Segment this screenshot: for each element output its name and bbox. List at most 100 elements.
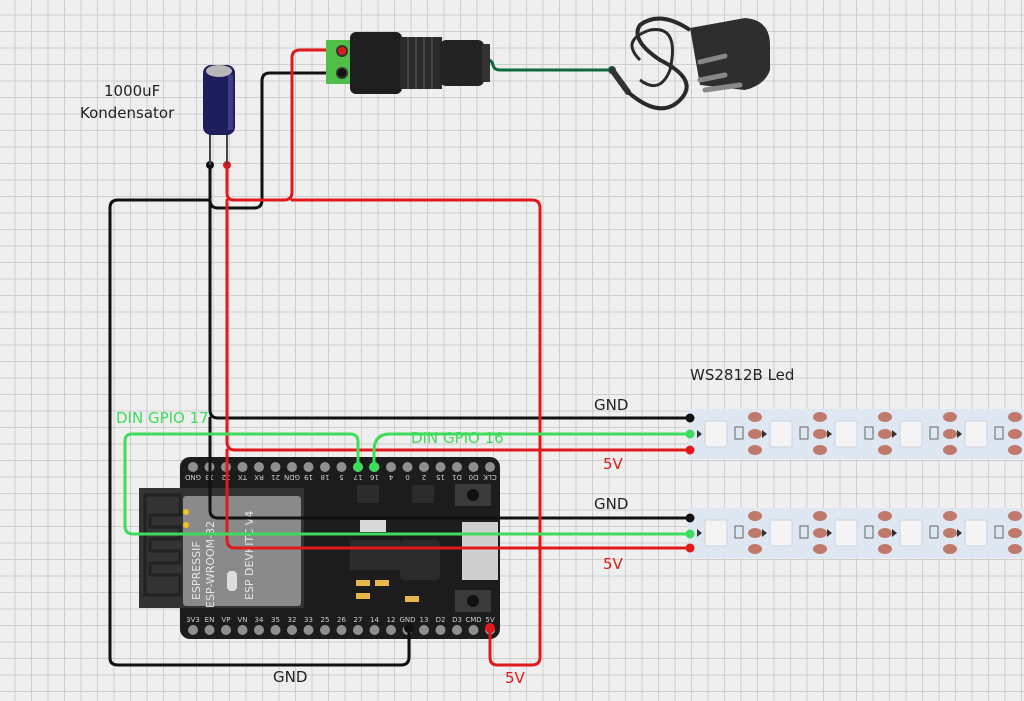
top-pin[interactable]	[452, 462, 462, 472]
wire-din-gpio17	[123, 432, 692, 536]
power-adapter[interactable]	[609, 16, 770, 111]
top-pin[interactable]	[287, 462, 297, 472]
top-pin[interactable]	[254, 462, 264, 472]
direction-arrow-icon	[762, 430, 767, 438]
solder-pad	[748, 412, 762, 422]
solder-pad	[878, 544, 892, 554]
wire-5v-main	[290, 198, 542, 667]
top-pin[interactable]	[468, 462, 479, 472]
top-pin-label: 17	[354, 473, 363, 481]
top-pin-label: RX	[254, 473, 264, 481]
direction-arrow-icon	[957, 529, 962, 537]
bottom-pin-label: 35	[271, 616, 280, 624]
din-gpio16-label: DIN GPIO 16	[411, 429, 504, 447]
bottom-pin[interactable]	[237, 625, 248, 635]
direction-arrow-icon	[827, 529, 832, 537]
solder-pad	[813, 511, 827, 521]
solder-pad	[1008, 412, 1022, 422]
bottom-pin[interactable]	[435, 625, 446, 635]
top-pin-label: 19	[304, 473, 313, 481]
bottom-pin[interactable]	[353, 625, 363, 635]
top-pin[interactable]	[419, 462, 429, 472]
top-pin-label: 5	[339, 473, 343, 481]
bottom-pin-label: 27	[354, 616, 363, 624]
bottom-pin-label: VP	[221, 616, 230, 624]
top-pin[interactable]	[386, 462, 396, 472]
bottom-pin-label: 12	[387, 616, 396, 624]
top-pin[interactable]	[336, 462, 347, 472]
board-name: ESP DEVKITC V4	[243, 511, 256, 600]
solder-pad	[748, 445, 762, 455]
bottom-pin[interactable]	[287, 625, 297, 635]
bottom-pin-label: 14	[370, 616, 379, 624]
solder-pad	[813, 412, 827, 422]
wire-gnd-strip1	[208, 163, 692, 420]
solder-pad	[1008, 544, 1022, 554]
top-pin[interactable]	[320, 462, 330, 472]
solder-pad	[943, 511, 957, 521]
solder-pad	[813, 528, 827, 538]
ws2812b-led	[964, 519, 988, 547]
direction-arrow-icon	[697, 430, 702, 438]
ws2812b-led	[964, 420, 988, 448]
bottom-pin[interactable]	[386, 625, 396, 635]
solder-pad	[748, 429, 762, 439]
ws2812b-led	[899, 420, 923, 448]
strip1-gnd-label: GND	[594, 396, 629, 414]
wifi-logo	[227, 571, 237, 591]
direction-arrow-icon	[762, 529, 767, 537]
bottom-pin[interactable]	[320, 625, 330, 635]
top-pin[interactable]	[237, 462, 248, 472]
direction-arrow-icon	[957, 430, 962, 438]
wire-gnd-bottom	[108, 198, 411, 667]
capacitor[interactable]	[203, 65, 235, 165]
top-pin[interactable]	[188, 462, 198, 472]
dc-barrel-jack[interactable]	[326, 32, 490, 94]
led-strip-2[interactable]	[688, 508, 1024, 558]
bottom-pin-label: 33	[304, 616, 313, 624]
bottom-pin[interactable]	[221, 625, 231, 635]
bottom-pin[interactable]	[270, 625, 281, 635]
bottom-pin-label: 26	[337, 616, 346, 624]
bottom-pin[interactable]	[254, 625, 264, 635]
wire-5v-strip1	[225, 198, 692, 452]
solder-pad	[943, 412, 957, 422]
usb-chip	[400, 540, 440, 580]
bottom-pin[interactable]	[188, 625, 198, 635]
din-gpio17-label: DIN GPIO 17	[116, 409, 209, 427]
led-strip-title: WS2812B Led	[690, 366, 795, 384]
top-pin-label: GDN	[284, 473, 300, 481]
module-model: ESP-WROOM-32	[204, 521, 217, 608]
top-pin[interactable]	[270, 462, 281, 472]
top-pin[interactable]	[402, 462, 413, 472]
bottom-pin[interactable]	[419, 625, 429, 635]
en-button[interactable]	[455, 590, 491, 612]
ws2812b-led	[704, 519, 728, 547]
wire-gnd-jack	[208, 71, 346, 210]
boot-button[interactable]	[455, 484, 491, 506]
top-pin-label: GND	[185, 473, 201, 481]
solder-pad	[748, 528, 762, 538]
bottom-pin[interactable]	[204, 625, 215, 635]
bottom-pin[interactable]	[303, 625, 314, 635]
solder-pad	[748, 511, 762, 521]
bottom-pin[interactable]	[336, 625, 347, 635]
top-pin-label: 18	[321, 473, 330, 481]
top-pin[interactable]	[435, 462, 446, 472]
bottom-pin[interactable]	[369, 625, 380, 635]
solder-pad	[943, 544, 957, 554]
led-strip-1[interactable]	[688, 409, 1024, 459]
direction-arrow-icon	[697, 529, 702, 537]
solder-pad	[813, 429, 827, 439]
bottom-pin-label: GND	[399, 616, 415, 624]
top-pin-label: CLK	[483, 473, 497, 481]
top-pin[interactable]	[303, 462, 314, 472]
bottom-pin-label: 13	[420, 616, 429, 624]
top-pin[interactable]	[485, 462, 495, 472]
bottom-pin[interactable]	[468, 625, 479, 635]
wire-5v-jack	[225, 48, 346, 202]
ws2812b-led	[899, 519, 923, 547]
wire-gnd-strip2	[208, 416, 692, 520]
solder-pad	[748, 544, 762, 554]
bottom-pin[interactable]	[452, 625, 462, 635]
